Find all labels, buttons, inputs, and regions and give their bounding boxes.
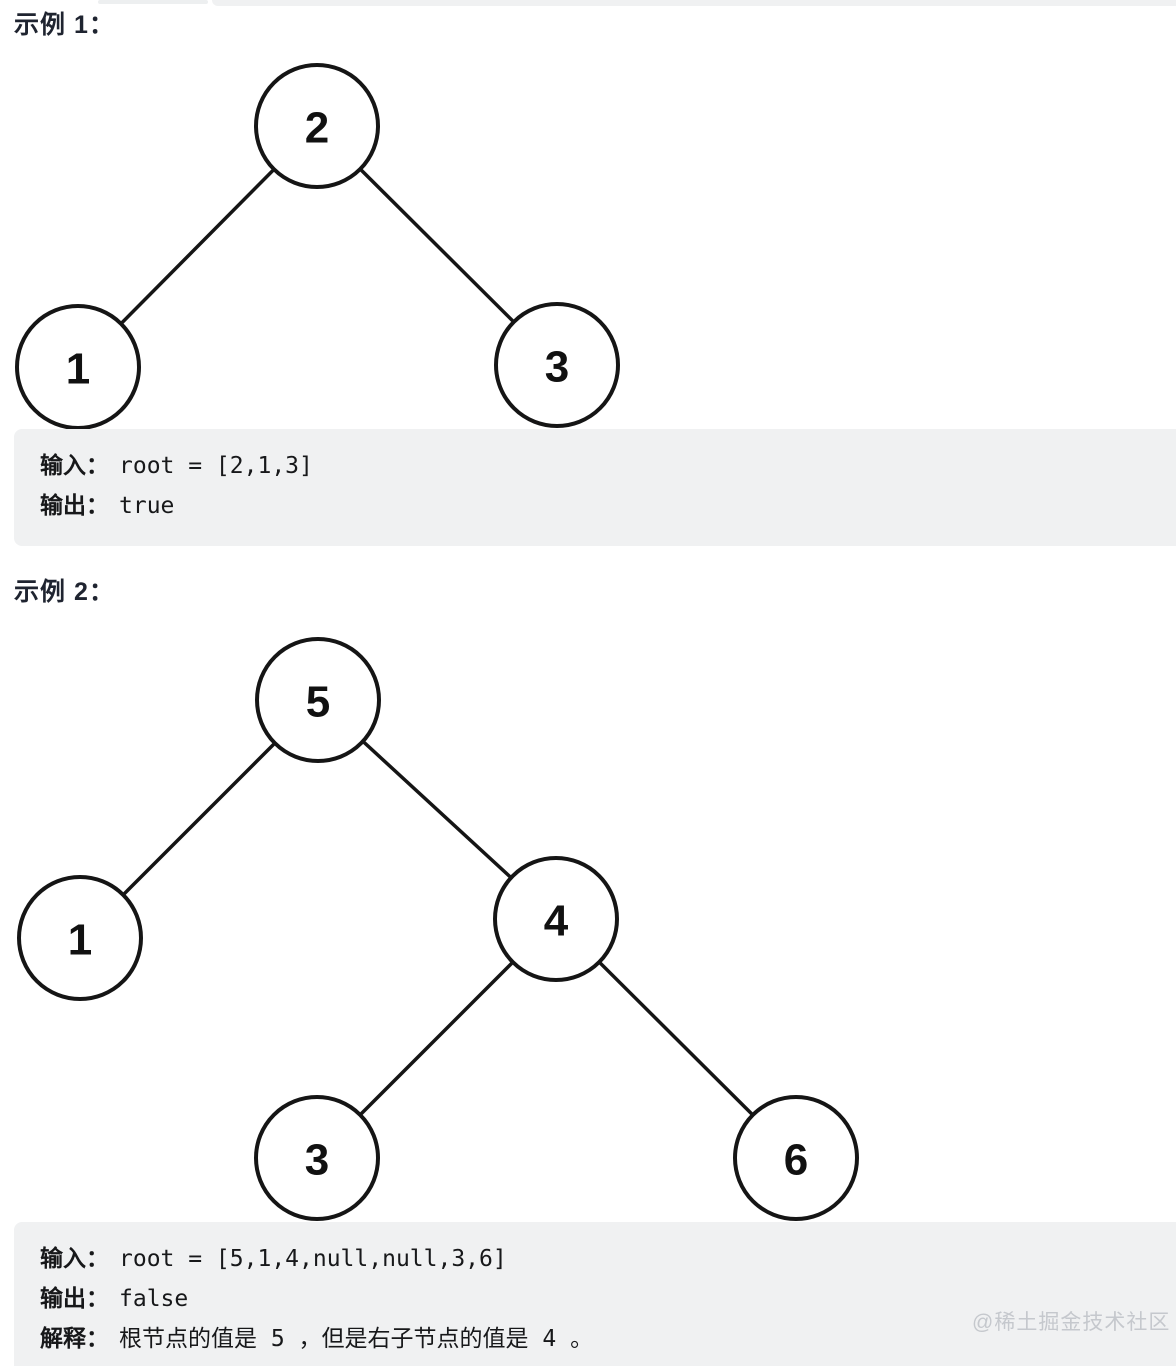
input-value: root = [2,1,3]: [119, 453, 313, 479]
example-1-input-line: 输入： root = [2,1,3]: [40, 445, 1176, 485]
tree-node-circle: [494, 302, 620, 428]
tree-node-value: 3: [305, 1136, 329, 1185]
example-2-explanation-line: 解释： 根节点的值是 5 ，但是右子节点的值是 4 。: [40, 1318, 1176, 1358]
explanation-value: 根节点的值是 5 ，但是右子节点的值是 4 。: [119, 1326, 594, 1352]
input-value: root = [5,1,4,null,null,3,6]: [119, 1246, 507, 1272]
example-2-input-line: 输入： root = [5,1,4,null,null,3,6]: [40, 1238, 1176, 1278]
tree-edge: [78, 698, 320, 940]
tree-node-circle: [17, 875, 143, 1001]
example-1-title: 示例 1：: [14, 11, 115, 39]
example-2-output-line: 输出： false: [40, 1278, 1176, 1318]
tree-node-circle: [255, 637, 381, 763]
tree-node-circle: [733, 1095, 859, 1221]
tree-edge: [76, 124, 319, 369]
watermark: @稀土掘金技术社区: [972, 1311, 1171, 1334]
tree-node-circle: [15, 304, 141, 430]
tree-edge: [315, 917, 558, 1160]
tree-node-value: 6: [784, 1136, 808, 1185]
output-value: false: [119, 1286, 189, 1312]
output-label: 输出：: [40, 492, 109, 518]
input-label: 输入：: [40, 452, 109, 478]
tree-node-circle: [254, 63, 380, 189]
tree-node-value: 1: [68, 916, 92, 965]
output-value: true: [119, 493, 175, 519]
example-1-output-line: 输出： true: [40, 485, 1176, 525]
tree-node-value: 1: [66, 345, 90, 394]
tree-edge: [316, 698, 558, 921]
cropped-code-block-remnant: [212, 0, 1176, 6]
tree-node-value: 3: [545, 343, 569, 392]
example-1-io-block: 输入： root = [2,1,3] 输出： true: [14, 429, 1176, 546]
tree-node-circle: [493, 856, 619, 982]
output-label: 输出：: [40, 1285, 109, 1311]
tree-edge: [315, 124, 559, 367]
tree-edge: [554, 917, 798, 1160]
tree-node-value: 5: [306, 678, 330, 727]
explanation-label: 解释：: [40, 1325, 109, 1351]
example-2-io-block: 输入： root = [5,1,4,null,null,3,6] 输出： false…: [14, 1222, 1176, 1366]
tree-node-value: 2: [305, 104, 329, 153]
example-2-title: 示例 2：: [14, 578, 115, 606]
tree-node-circle: [254, 1095, 380, 1221]
tree-node-value: 4: [544, 897, 569, 946]
input-label: 输入：: [40, 1245, 109, 1271]
cropped-text-fragment: [98, 0, 208, 4]
